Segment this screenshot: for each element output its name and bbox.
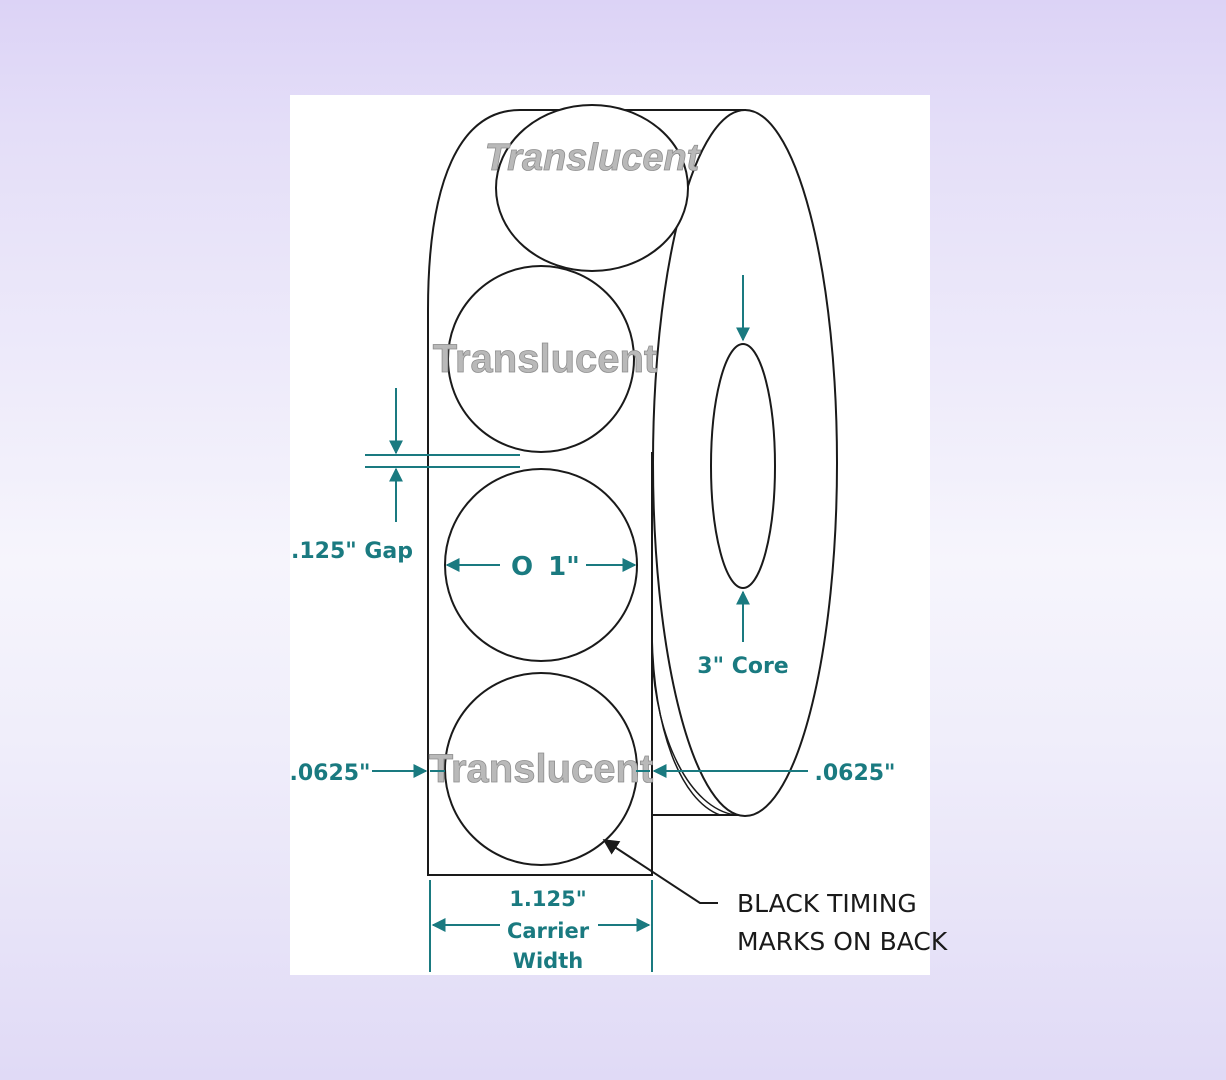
roll-wrap-line bbox=[651, 634, 721, 816]
diameter-label: 1" bbox=[548, 552, 580, 582]
carrier-width-dimension bbox=[429, 880, 653, 972]
carrier-strip-edges bbox=[427, 452, 653, 876]
label-circle bbox=[444, 672, 638, 866]
label-circle-top bbox=[495, 104, 689, 272]
carrier-width-value: 1.125" bbox=[509, 887, 586, 911]
diameter-symbol: O bbox=[511, 552, 533, 582]
carrier-width-label-1: Carrier bbox=[507, 919, 590, 943]
label-circle bbox=[444, 468, 638, 662]
timing-mark-leader bbox=[602, 839, 718, 904]
watermark-bottom: Translucent bbox=[429, 747, 654, 791]
timing-mark-note-1: BLACK TIMING bbox=[737, 889, 917, 918]
core-hole bbox=[710, 343, 776, 589]
label-circle bbox=[447, 265, 635, 453]
margin-right-label: .0625" bbox=[814, 761, 895, 786]
core-label: 3" Core bbox=[697, 654, 788, 679]
carrier-width-label-2: Width bbox=[513, 949, 583, 973]
gap-dimension bbox=[365, 388, 520, 522]
watermark-top: Translucent bbox=[485, 137, 701, 179]
roll-wrap-line bbox=[651, 654, 736, 816]
brand-logo: NDL bbox=[308, 944, 371, 977]
gap-label: .125" Gap bbox=[291, 539, 413, 564]
margin-left-label: .0625" bbox=[289, 761, 370, 786]
watermark-middle: Translucent bbox=[433, 337, 658, 381]
label-roll bbox=[427, 104, 838, 876]
timing-mark-note-2: MARKS ON BACK bbox=[737, 927, 948, 956]
